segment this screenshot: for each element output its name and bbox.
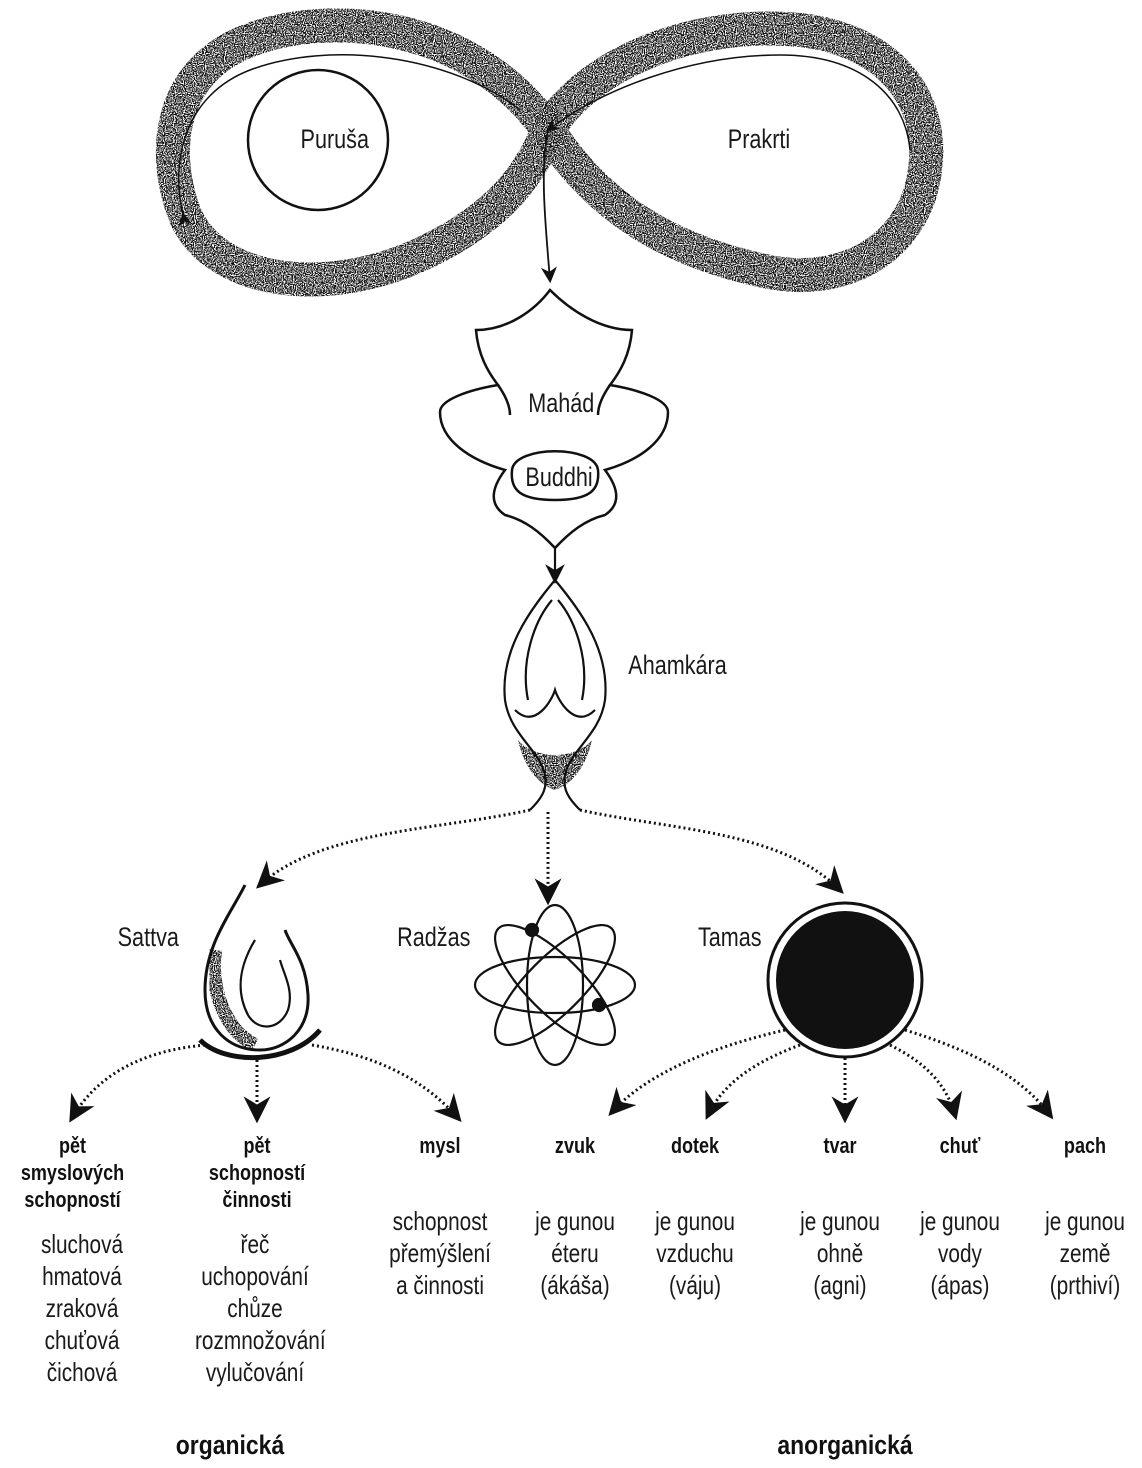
group-label-organic: organická bbox=[166, 1430, 294, 1461]
sattva-flame-icon bbox=[200, 885, 320, 1058]
branch-tamas bbox=[580, 810, 840, 890]
arrow-to-senses bbox=[72, 1045, 205, 1118]
category-title: mysl bbox=[399, 1132, 481, 1159]
ahamkara-bud bbox=[504, 548, 605, 810]
category-title: pach bbox=[1048, 1132, 1122, 1159]
mahad-lotus bbox=[440, 290, 668, 548]
buddhi-label: Buddhi bbox=[525, 462, 592, 493]
arrow-to-mind bbox=[312, 1045, 458, 1118]
guna-branches bbox=[260, 810, 840, 900]
tamas-label: Tamas bbox=[698, 922, 762, 953]
atom-orbit-3 bbox=[479, 909, 632, 1062]
arrow-to-taste bbox=[890, 1045, 955, 1115]
mahad-label: Mahád bbox=[528, 388, 594, 419]
atom-electron-2 bbox=[593, 999, 605, 1011]
arrow-to-touch bbox=[708, 1045, 800, 1115]
atom-orbit-2 bbox=[479, 909, 632, 1062]
branch-sattva bbox=[260, 810, 530, 885]
category-title: dotek bbox=[658, 1132, 732, 1159]
flame-inner bbox=[241, 940, 290, 1026]
category-title: tvar bbox=[803, 1132, 877, 1159]
arrow-to-sound bbox=[612, 1030, 785, 1112]
radzas-label: Radžas bbox=[397, 922, 470, 953]
purusha-label: Puruša bbox=[301, 124, 369, 155]
ahamkara-label: Ahamkára bbox=[628, 650, 726, 681]
disc-fill bbox=[776, 911, 914, 1049]
atom-electron-1 bbox=[526, 924, 538, 936]
group-label-inorganic: anorganická bbox=[769, 1430, 922, 1461]
lotus-outline bbox=[440, 290, 668, 548]
radzas-atom-icon bbox=[475, 905, 635, 1065]
category-title: zvuk bbox=[538, 1132, 612, 1159]
prakrti-label: Prakrti bbox=[728, 124, 790, 155]
flame-shade bbox=[214, 950, 255, 1045]
atom-orbit-1 bbox=[475, 957, 635, 1013]
sattva-label: Sattva bbox=[118, 922, 179, 953]
flame-base bbox=[200, 1030, 320, 1058]
leaf-arrows bbox=[72, 1030, 1050, 1118]
category-title: chuť bbox=[923, 1132, 997, 1159]
tamas-disc-icon bbox=[768, 903, 922, 1057]
arrow-to-smell bbox=[905, 1030, 1050, 1115]
